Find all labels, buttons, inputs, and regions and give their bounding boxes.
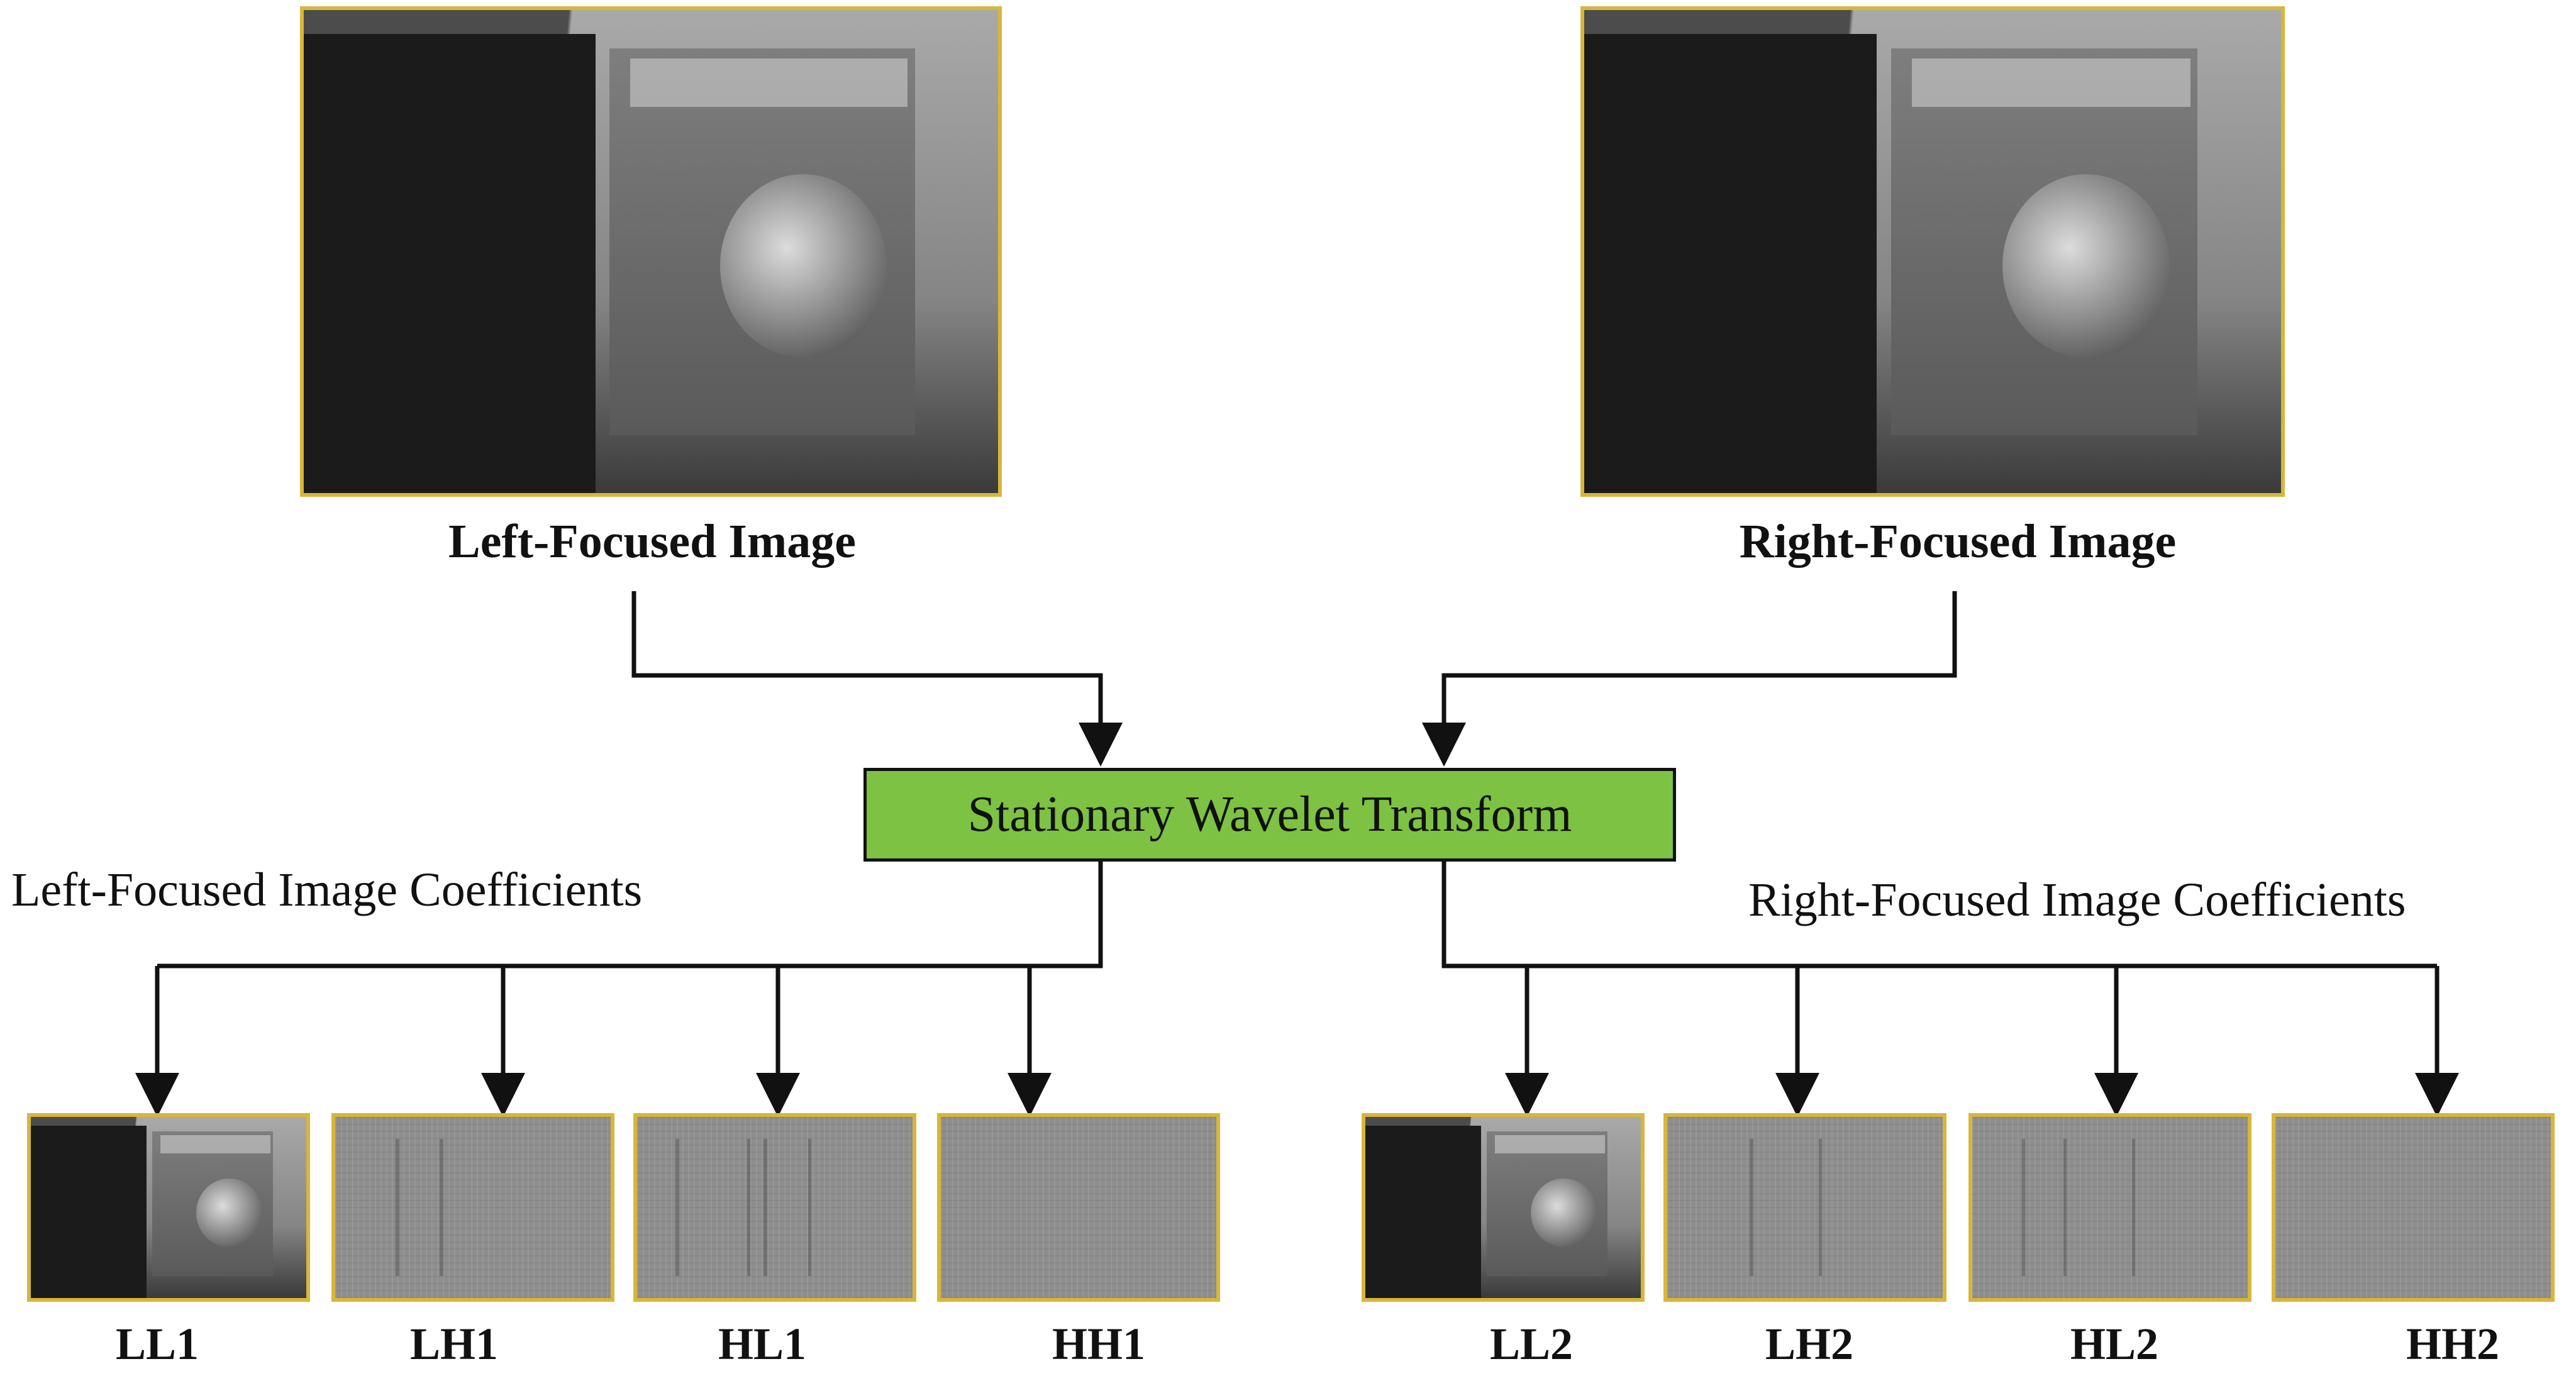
lh2-label: LH2: [1765, 1319, 1854, 1369]
left-coefficients-label: Left-Focused Image Coefficients: [11, 863, 643, 916]
right-coefficients-label: Right-Focused Image Coefficients: [1748, 874, 2406, 926]
left-focused-image: [300, 6, 1002, 497]
arrow-right-image-to-swt: [1422, 591, 1957, 767]
ll2-label: LL2: [1489, 1319, 1574, 1369]
swt-label: Stationary Wavelet Transform: [967, 787, 1572, 842]
right-focused-image-label: Right-Focused Image: [1739, 515, 2177, 568]
swt-to-left-bus: [157, 862, 1103, 968]
arrow-left-image-to-swt: [631, 591, 1123, 767]
lh1-thumbnail: [331, 1113, 614, 1302]
ll2-thumbnail: [1362, 1113, 1645, 1302]
hh1-label: HH1: [1052, 1319, 1145, 1369]
hh2-thumbnail: [2272, 1113, 2555, 1302]
swt-to-right-bus: [1441, 862, 2437, 968]
hh2-label: HH2: [2406, 1319, 2499, 1369]
hl2-thumbnail: [1968, 1113, 2251, 1302]
ll1-thumbnail: [27, 1113, 310, 1302]
hh1-thumbnail: [937, 1113, 1220, 1302]
hl1-label: HL1: [718, 1319, 807, 1369]
hl2-label: HL2: [2070, 1319, 2159, 1369]
hl1-thumbnail: [633, 1113, 916, 1302]
lh1-label: LH1: [409, 1319, 499, 1369]
right-focused-image: [1580, 6, 2285, 497]
left-focused-image-label: Left-Focused Image: [448, 515, 856, 568]
ll1-label: LL1: [115, 1319, 199, 1369]
stationary-wavelet-transform-box: Stationary Wavelet Transform: [863, 768, 1676, 862]
lh2-thumbnail: [1663, 1113, 1946, 1302]
